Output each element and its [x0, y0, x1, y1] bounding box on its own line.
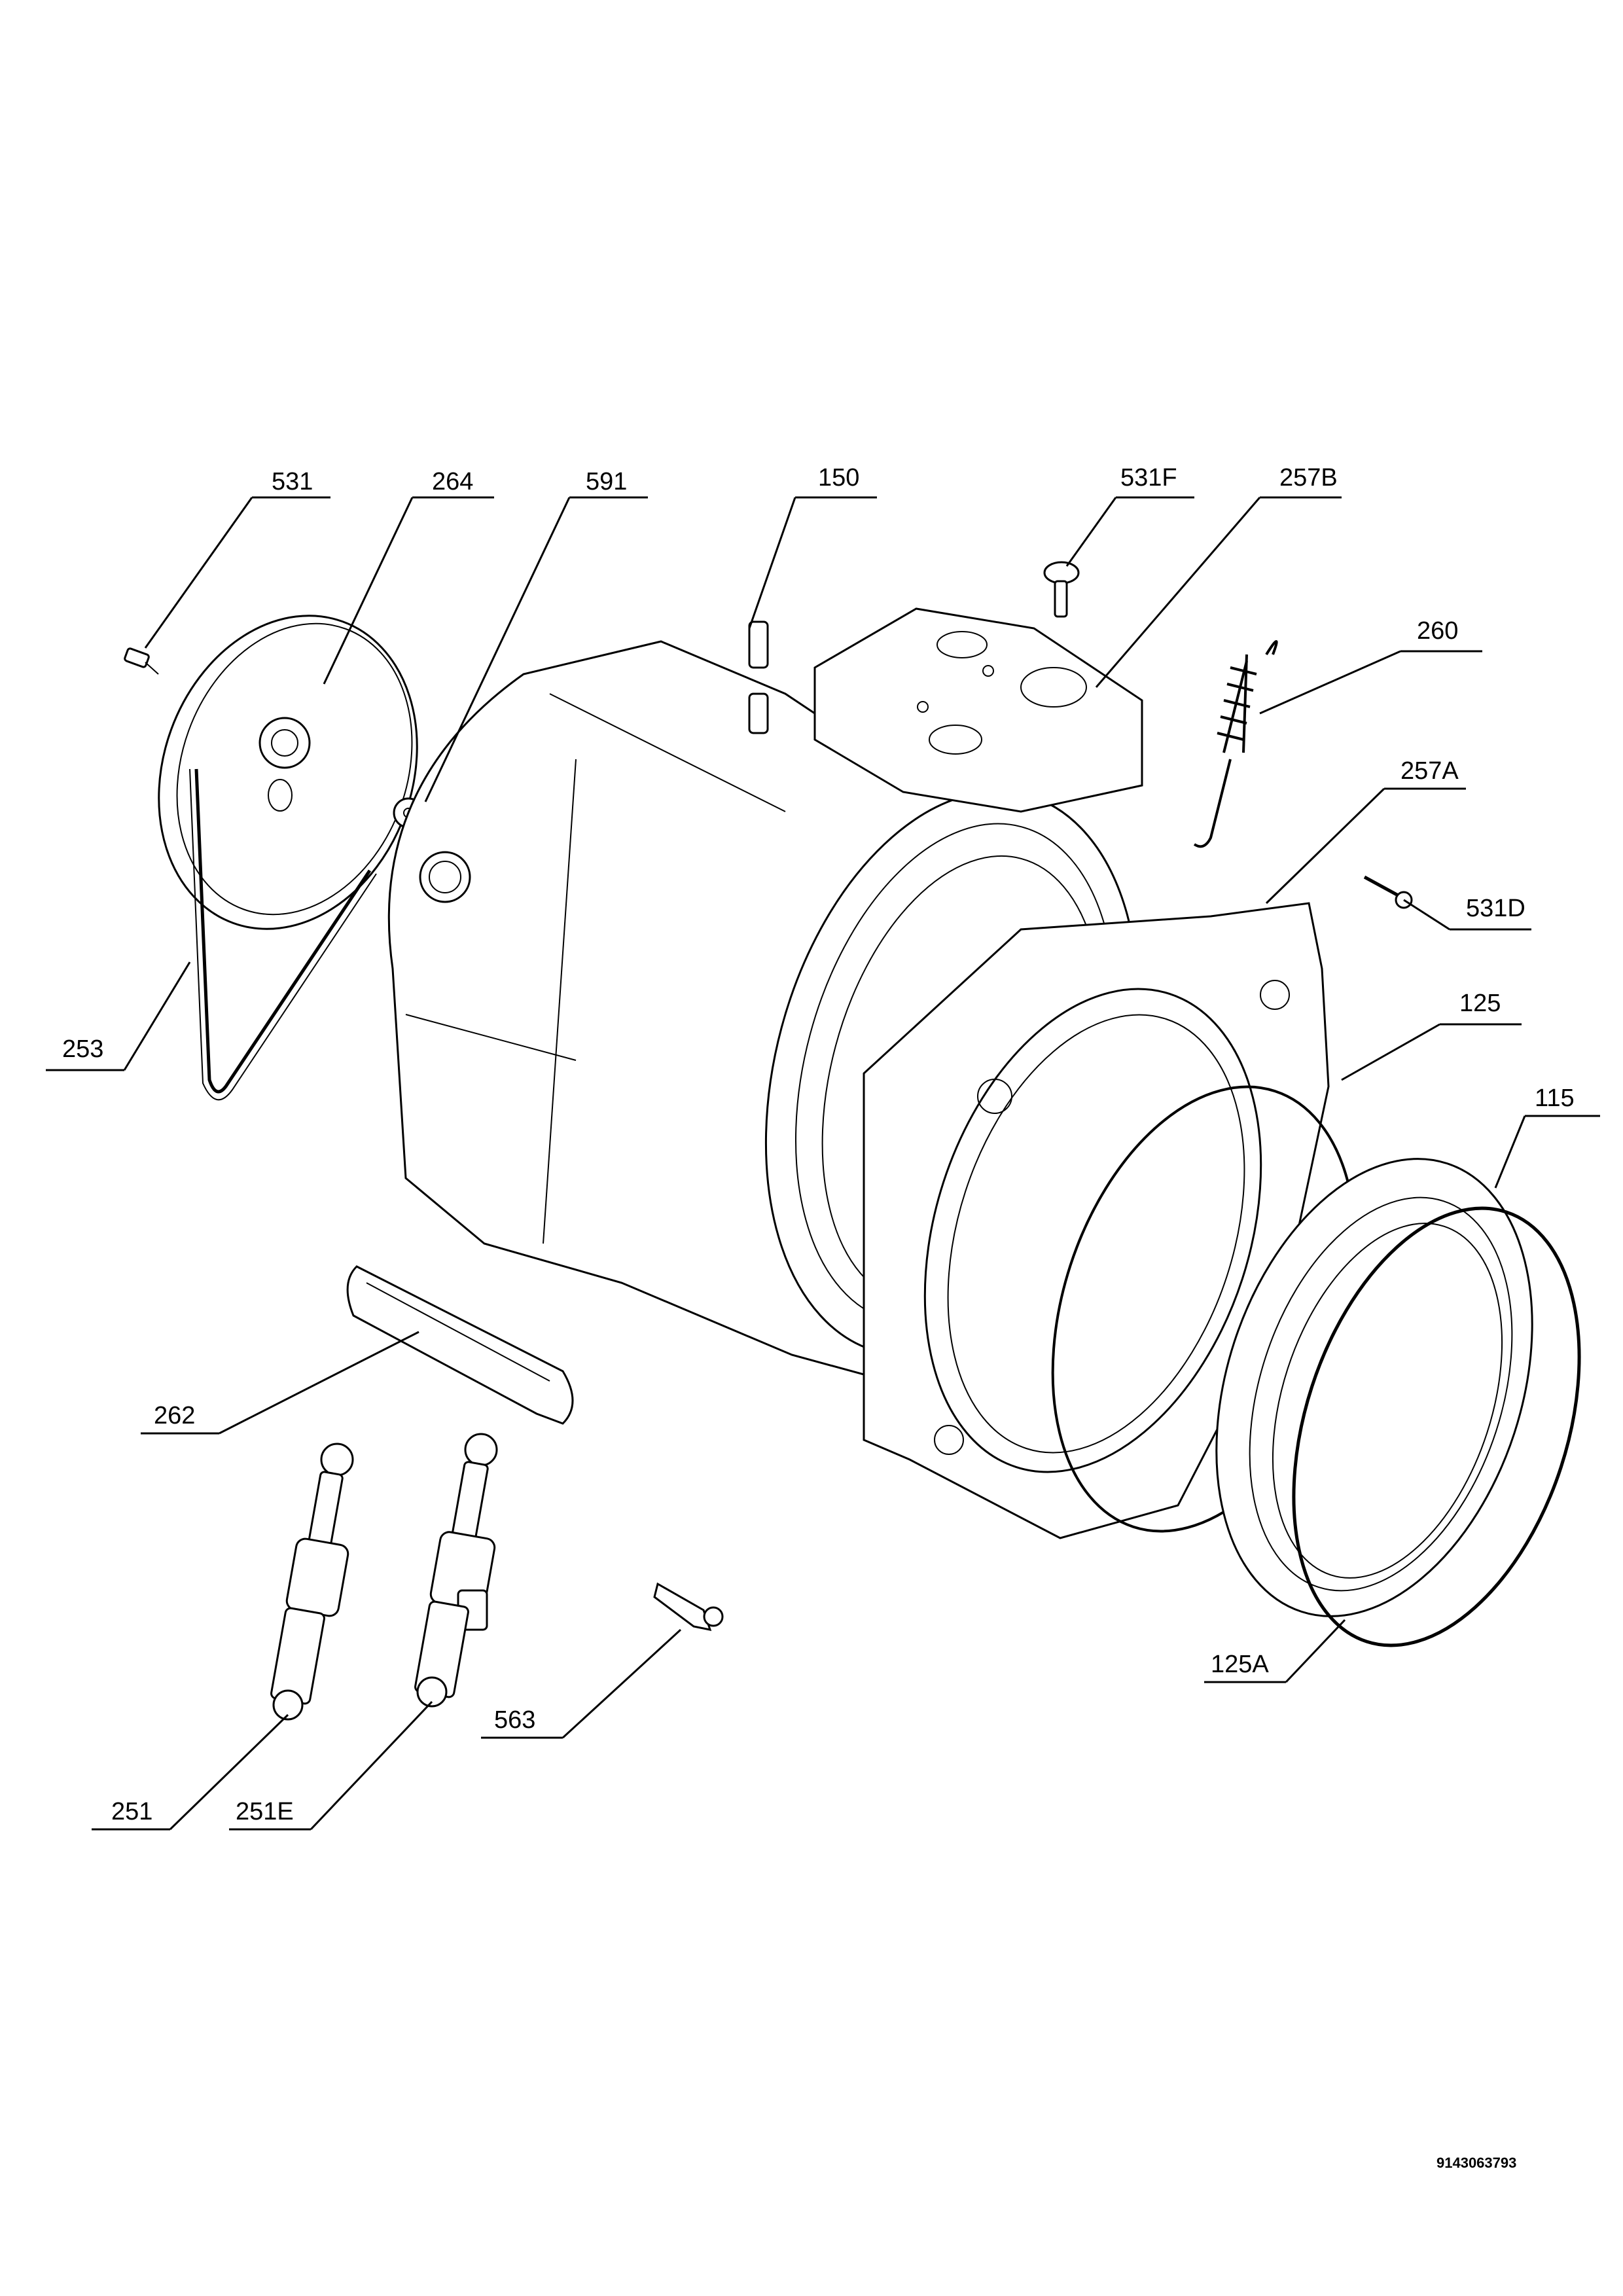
callout-253: 253: [62, 1035, 103, 1063]
part-253-belt: [189, 768, 377, 1101]
leader-lines: [46, 496, 1600, 1831]
document-number: 9143063793: [1436, 2155, 1516, 2171]
callout-125: 125: [1459, 990, 1501, 1017]
part-531d-screw: [1363, 875, 1413, 909]
callout-262: 262: [154, 1402, 195, 1429]
callout-531: 531: [272, 468, 313, 495]
part-563-plug: [653, 1582, 724, 1631]
part-531f-screw: [1043, 561, 1080, 618]
callout-115: 115: [1535, 1085, 1575, 1112]
part-262-paddle: [346, 1265, 574, 1425]
callout-563: 563: [494, 1706, 535, 1734]
callout-257b: 257B: [1279, 464, 1338, 492]
callout-125a: 125A: [1211, 1651, 1269, 1678]
part-257b-counterweight: [813, 607, 1143, 813]
callout-591: 591: [586, 468, 627, 495]
callout-251e: 251E: [236, 1798, 294, 1825]
callout-264: 264: [432, 468, 473, 495]
part-260-spring: [1193, 640, 1278, 848]
part-531-screw: [124, 647, 159, 675]
callout-531f: 531F: [1120, 464, 1177, 492]
part-125a-clamp: [1292, 1206, 1581, 1647]
part-251-shock-absorber: [270, 1443, 354, 1721]
callout-150: 150: [818, 464, 859, 492]
callout-260: 260: [1417, 617, 1458, 645]
callout-257a: 257A: [1400, 757, 1459, 785]
callout-251: 251: [111, 1798, 152, 1825]
part-251e-shock-absorber: [414, 1433, 498, 1708]
callout-531d: 531D: [1466, 895, 1525, 922]
